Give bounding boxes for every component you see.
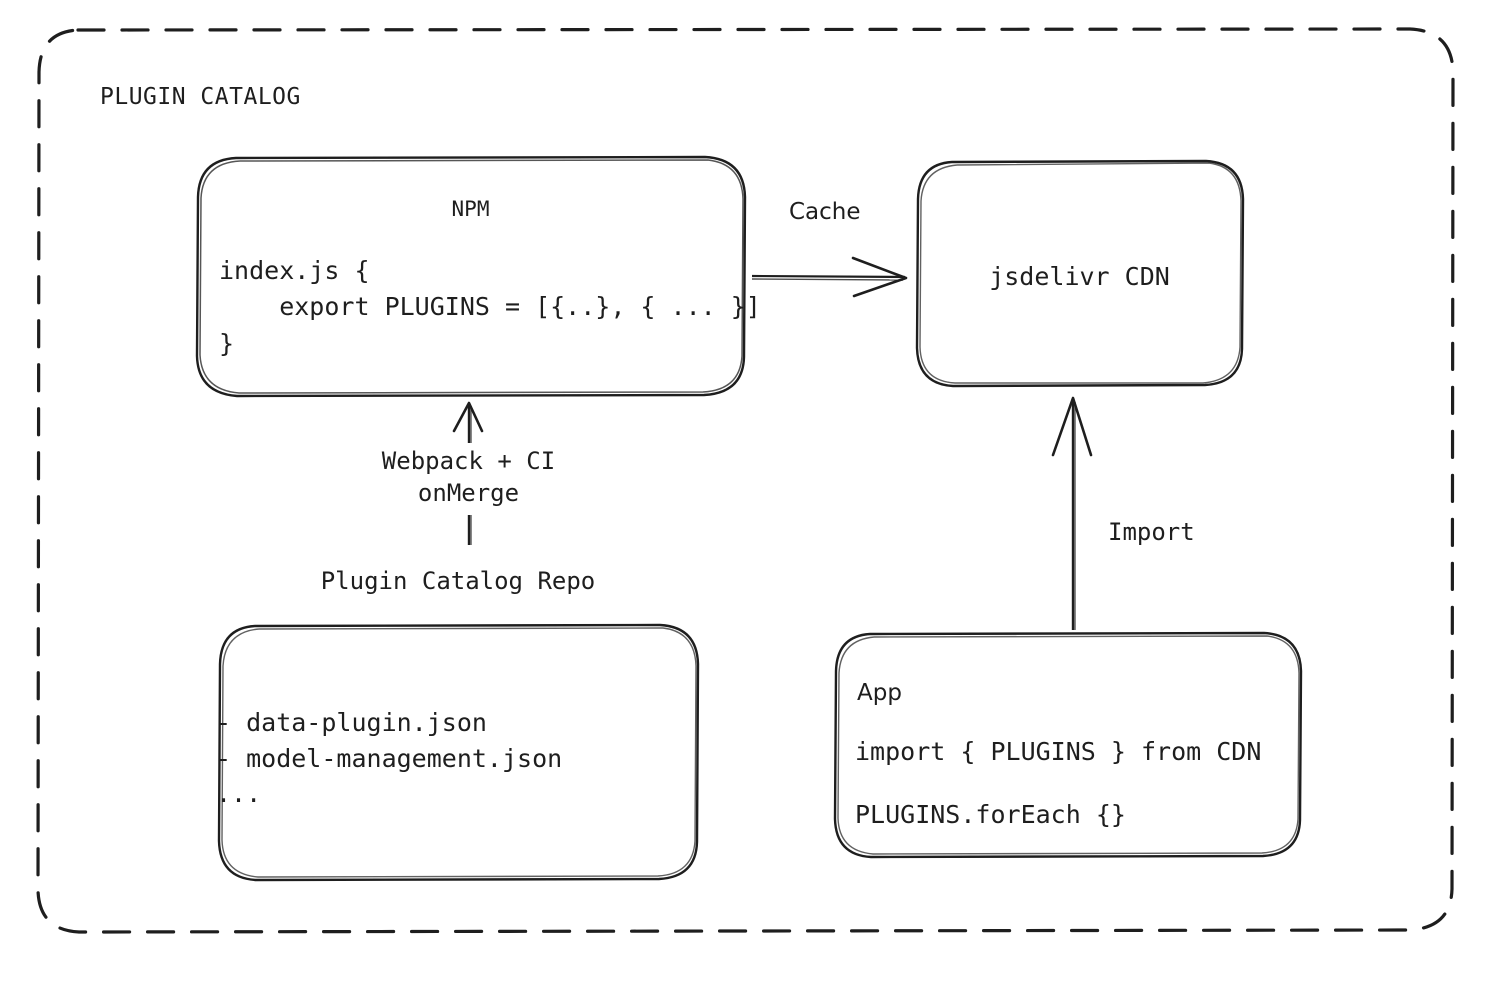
app-node-import-line: import { PLUGINS } from CDN: [855, 737, 1262, 766]
group-title: PLUGIN CATALOG: [100, 84, 301, 110]
repo-node-file-list: - data-plugin.json - model-management.js…: [216, 708, 563, 808]
repo-node-caption: Plugin Catalog Repo: [320, 567, 596, 595]
edge-cache-label: Cache: [789, 199, 861, 225]
app-node-foreach-line: PLUGINS.forEach {}: [855, 800, 1126, 829]
edge-build-label: Webpack + CI onMerge: [381, 447, 556, 508]
cdn-node-title: jsdelivr CDN: [989, 262, 1170, 291]
edge-import-arrow: [1051, 396, 1093, 630]
edge-cache-arrow: [751, 256, 908, 298]
npm-node-title: NPM: [451, 197, 490, 221]
npm-node-code: index.js { export PLUGINS = [{..}, { ...…: [219, 256, 761, 358]
app-node-title: App: [857, 680, 902, 706]
edge-import-label: Import: [1108, 518, 1195, 546]
